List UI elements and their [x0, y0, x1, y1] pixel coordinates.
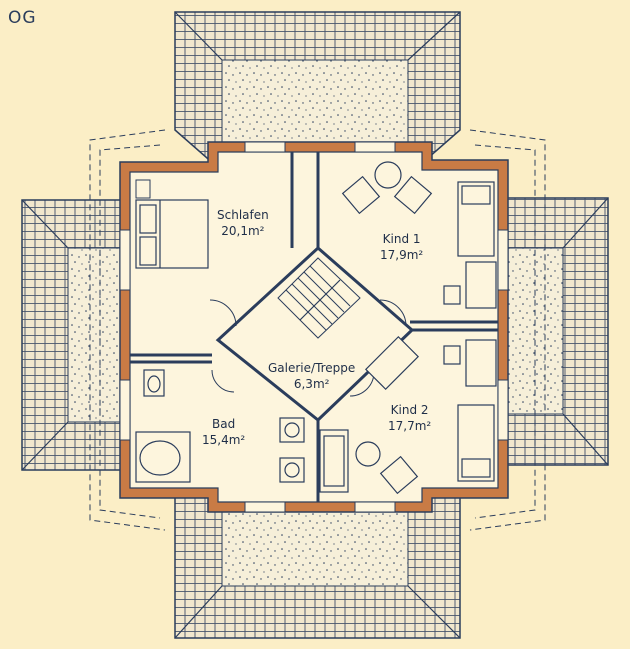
windows — [119, 141, 509, 513]
room-area: 17,7m² — [388, 419, 432, 433]
roof-right — [504, 197, 609, 466]
room-label-galerie: Galerie/Treppe 6,3m² — [268, 360, 355, 392]
room-label-kind2: Kind 2 17,7m² — [388, 402, 431, 434]
nightstand — [135, 179, 151, 199]
doors — [209, 299, 407, 397]
room-label-schlafen: Schlafen 20,1m² — [217, 207, 269, 239]
kind2-furniture — [319, 335, 497, 495]
room-area: 20,1m² — [221, 224, 265, 238]
room-label-bad: Bad 15,4m² — [202, 416, 245, 448]
kind1-furniture — [341, 161, 497, 309]
interior-walls — [130, 152, 498, 502]
room-name: Schlafen — [217, 208, 269, 222]
eave-outline — [89, 129, 546, 531]
roof-left — [21, 199, 129, 471]
room-area: 6,3m² — [293, 377, 330, 391]
room-area: 15,4m² — [202, 433, 246, 447]
roof-bottom — [174, 494, 461, 639]
room-name: Bad — [212, 417, 236, 431]
room-name: Kind 2 — [390, 403, 429, 417]
staircase — [277, 257, 361, 339]
floor-label: OG — [8, 8, 37, 28]
double-bed — [135, 199, 209, 269]
room-name: Galerie/Treppe — [268, 361, 356, 375]
roof-top — [174, 11, 461, 166]
room-area: 17,9m² — [380, 248, 424, 262]
room-name: Kind 1 — [382, 232, 421, 246]
bathroom-fixtures — [135, 369, 305, 483]
room-label-kind1: Kind 1 17,9m² — [380, 231, 423, 263]
